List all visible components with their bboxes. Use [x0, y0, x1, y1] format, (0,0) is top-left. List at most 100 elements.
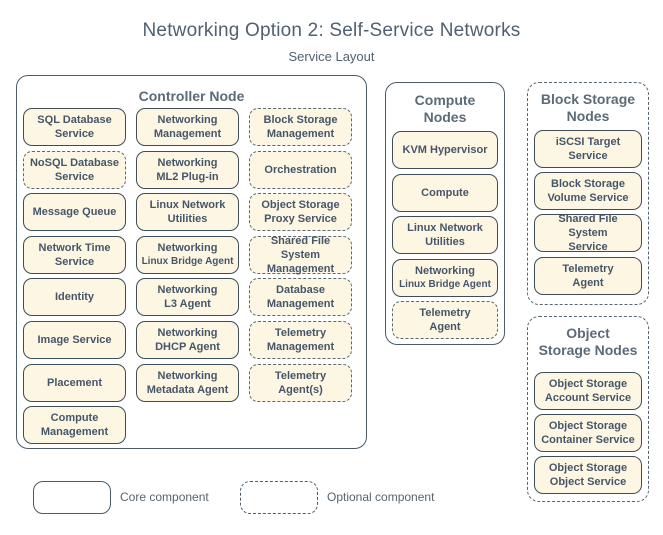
- component-label-line1: iSCSI Target: [555, 136, 621, 148]
- component-label-line1: Shared File System: [270, 234, 331, 261]
- component-label-line1: Block Storage: [551, 178, 625, 191]
- component-label-line2: Management: [153, 128, 222, 140]
- component-label-line1: Object Storage: [548, 462, 628, 475]
- component-label-line1: Network Time: [38, 241, 111, 254]
- component-label-line1: Block Storage: [263, 114, 338, 126]
- group-title-object-storage-nodes-line2: Storage Nodes: [538, 342, 638, 358]
- component-box[interactable]: Image Service: [23, 321, 126, 359]
- component-label-line2: DHCP Agent: [155, 341, 220, 353]
- component-label-line2: Management: [40, 426, 109, 439]
- component-label-line2: Management: [266, 262, 335, 275]
- component-label-line2: Management: [266, 128, 335, 140]
- component-label-line1: Object Storage: [548, 420, 628, 433]
- group-title-block-storage-nodes-line2: Nodes: [566, 108, 610, 124]
- group-title-object-storage-nodes-line1: Object: [566, 325, 610, 341]
- component-label-line2: Management: [266, 341, 335, 353]
- page-title: Networking Option 2: Self-Service Networ…: [142, 20, 521, 41]
- component-label-line1: Compute: [50, 412, 99, 425]
- component-label-line1: Database: [276, 284, 325, 297]
- component-label-line1: Telemetry: [419, 307, 471, 319]
- component-label-line2: Account Service: [544, 392, 632, 404]
- component-label-line2: Linux Bridge Agent: [399, 278, 491, 290]
- component-label-line1: KVM Hypervisor: [402, 144, 488, 156]
- component-label-line1: NoSQL Database: [29, 156, 120, 169]
- component-label-line2: Agent: [572, 276, 604, 289]
- group-controller-node: Controller Node: [16, 75, 367, 449]
- component-box[interactable]: Message Queue: [23, 193, 126, 232]
- component-label-line2: Agent(s): [278, 383, 323, 396]
- component-label-line2: Utilities: [167, 213, 208, 226]
- component-label-line2: ML2 Plug-in: [156, 170, 219, 183]
- component-label-line1: Orchestration: [264, 163, 337, 176]
- group-block-storage-nodes: Block Storage Nodes: [527, 82, 649, 305]
- component-label-line1: Telemetry: [274, 369, 327, 382]
- group-compute-nodes: Compute Nodes: [385, 82, 505, 345]
- component-label-line1: Networking: [157, 241, 218, 254]
- group-object-storage-nodes: Object Storage Nodes: [527, 316, 649, 502]
- component-label-line2: Service: [568, 241, 608, 254]
- legend-core-swatch: [33, 481, 111, 514]
- component-box[interactable]: Orchestration: [249, 150, 352, 189]
- component-label-line2: Container Service: [541, 434, 635, 447]
- component-label-line1: Placement: [46, 376, 103, 389]
- component-label-line2: Management: [266, 298, 335, 311]
- component-label-line2: Proxy Service: [264, 213, 337, 226]
- component-label-line1: Networking: [157, 114, 218, 126]
- component-label-line1: Object Storage: [548, 378, 628, 390]
- legend-core-label: Core component: [120, 490, 209, 504]
- component-label-line2: Service: [54, 128, 95, 140]
- component-label-line1: Shared File System: [558, 213, 618, 240]
- component-label-line1: Object Storage: [261, 199, 340, 212]
- component-label-line1: Image Service: [37, 334, 112, 346]
- group-title-compute-nodes-line1: Compute: [414, 92, 476, 108]
- component-label-line1: Networking: [157, 284, 218, 297]
- component-box[interactable]: Compute: [392, 173, 498, 212]
- page-subtitle: Service Layout: [288, 49, 375, 64]
- component-label-line2: Linux Bridge Agent: [141, 255, 234, 267]
- component-label-line1: Networking: [157, 327, 218, 339]
- component-label-line1: Telemetry: [274, 327, 327, 339]
- component-label-line1: Message Queue: [32, 206, 117, 219]
- component-box[interactable]: Identity: [23, 278, 126, 317]
- component-label-line1: Networking: [415, 264, 475, 277]
- component-box[interactable]: KVM Hypervisor: [392, 131, 498, 169]
- component-label-line2: Utilities: [425, 236, 465, 248]
- component-label-line2: Service: [568, 150, 608, 162]
- component-label-line1: Telemetry: [562, 262, 614, 275]
- component-label-line1: Linux Network: [407, 222, 483, 234]
- component-label-line1: Linux Network: [149, 199, 226, 212]
- component-label-line2: Metadata Agent: [146, 383, 229, 396]
- group-title-controller-node: Controller Node: [138, 88, 245, 104]
- component-label-line1: Compute: [421, 186, 469, 199]
- group-title-block-storage-nodes-line1: Block Storage: [540, 91, 636, 107]
- component-box[interactable]: Placement: [23, 363, 126, 402]
